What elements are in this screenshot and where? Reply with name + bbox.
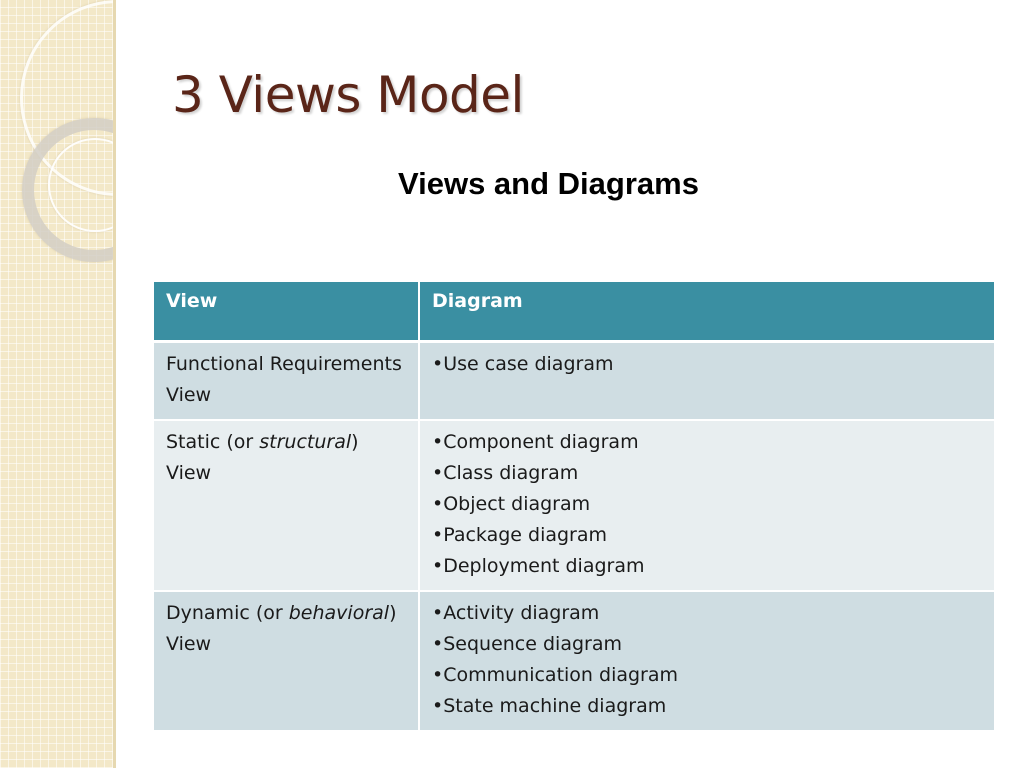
- view-label-prefix: Static (or: [166, 431, 260, 453]
- diagram-item: State machine diagram: [432, 691, 982, 722]
- diagram-cell: Use case diagram: [419, 341, 994, 421]
- header-view: View: [154, 282, 420, 343]
- header-diagram: Diagram: [419, 282, 994, 343]
- diagram-item: Activity diagram: [432, 598, 982, 629]
- diagram-item: Deployment diagram: [432, 551, 982, 582]
- slide-title: 3 Views Model: [172, 66, 524, 124]
- view-label: Functional Requirements View: [166, 353, 402, 406]
- table-row: Functional Requirements View Use case di…: [154, 341, 994, 421]
- diagram-item: Sequence diagram: [432, 629, 982, 660]
- diagram-list: Activity diagram Sequence diagram Commun…: [432, 598, 982, 722]
- table-header-row: View Diagram: [154, 282, 994, 343]
- view-cell: Static (or structural) View: [154, 420, 420, 592]
- view-label-prefix: Dynamic (or: [166, 602, 289, 624]
- diagram-item: Object diagram: [432, 489, 982, 520]
- diagram-item: Communication diagram: [432, 660, 982, 691]
- diagram-cell: Activity diagram Sequence diagram Commun…: [419, 591, 994, 732]
- table-body: Functional Requirements View Use case di…: [154, 341, 994, 732]
- diagram-list: Use case diagram: [432, 349, 982, 380]
- view-cell: Functional Requirements View: [154, 341, 420, 421]
- view-cell: Dynamic (or behavioral) View: [154, 591, 420, 732]
- slide-subtitle: Views and Diagrams: [398, 166, 699, 201]
- diagram-item: Use case diagram: [432, 349, 982, 380]
- decorative-side-band: [0, 0, 113, 768]
- diagram-cell: Component diagram Class diagram Object d…: [419, 420, 994, 592]
- views-diagrams-table: View Diagram Functional Requirements Vie…: [154, 282, 994, 732]
- view-label-suffix: ) View: [166, 431, 359, 484]
- view-label-suffix: ) View: [166, 602, 397, 655]
- diagram-item: Component diagram: [432, 427, 982, 458]
- diagram-list: Component diagram Class diagram Object d…: [432, 427, 982, 582]
- diagram-item: Class diagram: [432, 458, 982, 489]
- table-row: Static (or structural) View Component di…: [154, 420, 994, 592]
- table-row: Dynamic (or behavioral) View Activity di…: [154, 591, 994, 732]
- diagram-item: Package diagram: [432, 520, 982, 551]
- side-band-edge: [113, 0, 116, 768]
- view-label-italic: structural: [259, 431, 352, 453]
- view-label-italic: behavioral: [288, 602, 390, 624]
